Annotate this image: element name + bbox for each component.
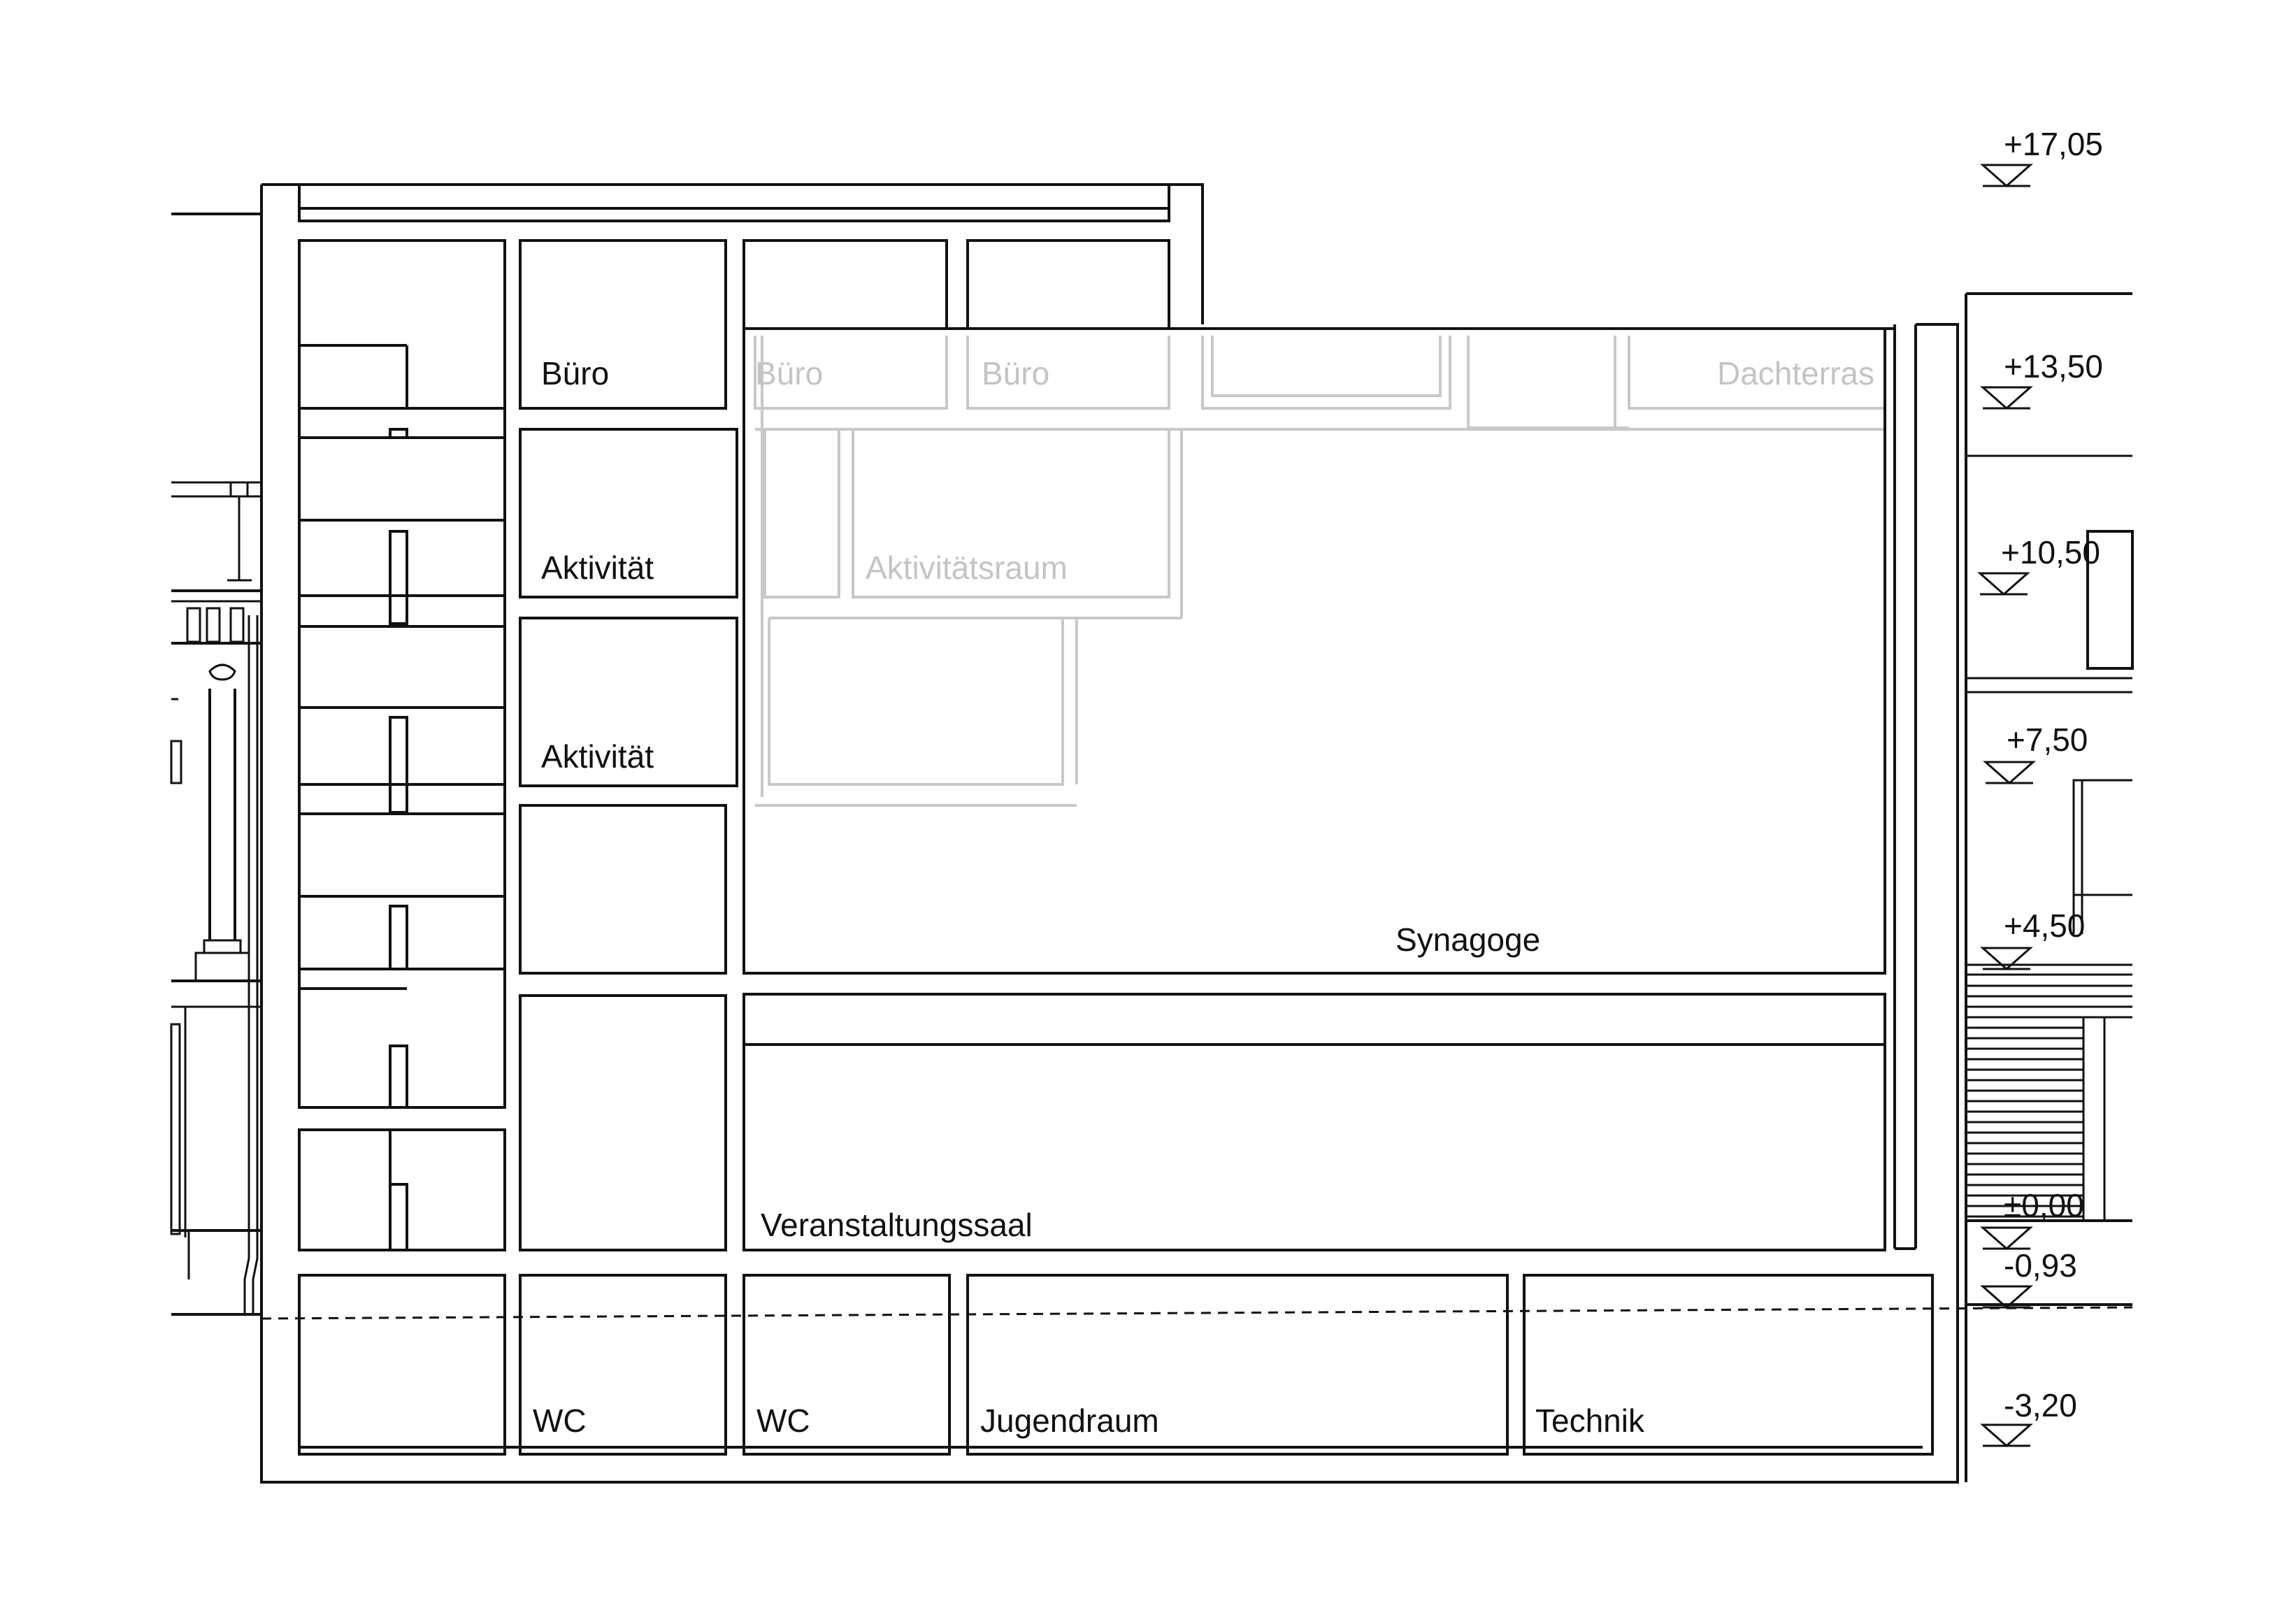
level-label: +13,50 (2004, 348, 2103, 385)
level-label: ±0,00 (2004, 1187, 2084, 1223)
basement-floor (261, 1274, 2133, 1456)
room-label-aktivitaetsraum: Aktivitätsraum (866, 550, 1068, 586)
room-label-aktivitaet: Aktivität (541, 738, 654, 775)
stair-treads-right (1966, 984, 2132, 1218)
room-label-synagoge: Synagoge (1395, 921, 1540, 958)
room-label-buero-ghost: Büro (755, 355, 823, 392)
synagogue-volume (742, 327, 1895, 1251)
level-label: +17,05 (2004, 126, 2103, 162)
neighbour-building-left (170, 213, 261, 1316)
room-label-technik: Technik (1535, 1402, 1645, 1439)
room-labels: Büro Büro Büro Dachterras Aktivität Akti… (533, 355, 1874, 1439)
room-label-buero-ghost: Büro (982, 355, 1049, 392)
upper-floors (519, 239, 1170, 1251)
room-label-wc: WC (756, 1402, 810, 1439)
room-label-buero: Büro (541, 355, 609, 392)
level-label: +7,50 (2007, 722, 2088, 758)
level-label: +4,50 (2004, 907, 2085, 944)
building-shell (260, 183, 1959, 1484)
neighbour-building-right (1965, 292, 2134, 1482)
room-label-veranstaltungssaal: Veranstaltungssaal (761, 1207, 1033, 1243)
level-label: -0,93 (2004, 1247, 2077, 1284)
room-label-jugendraum: Jugendraum (980, 1402, 1159, 1439)
level-label: +10,50 (2001, 534, 2100, 570)
level-markers: +17,05 +13,50 +10,50 +7,50 +4,50 ±0,00 -… (1977, 126, 2103, 1448)
ghost-lines-beyond (754, 336, 1885, 807)
room-label-aktivitaet: Aktivität (541, 550, 654, 586)
room-label-dachterrasse: Dachterras (1717, 355, 1874, 392)
stair-core (298, 239, 506, 1251)
room-label-wc: WC (533, 1402, 587, 1439)
level-label: -3,20 (2004, 1387, 2077, 1423)
